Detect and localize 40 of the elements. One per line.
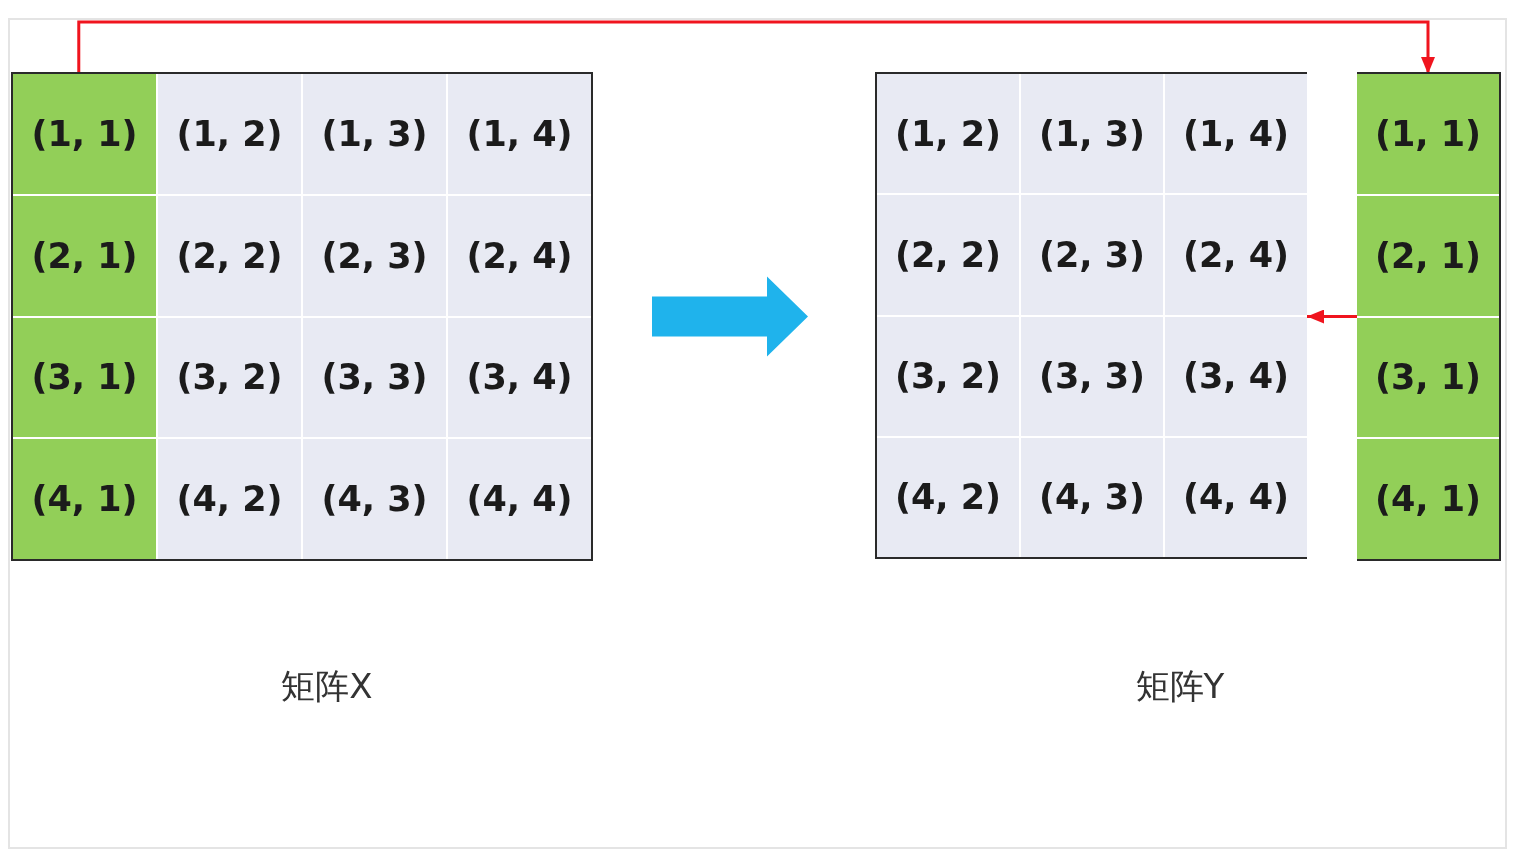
- arrow: [1307, 309, 1357, 324]
- matrix-cell: (4, 3): [303, 439, 446, 559]
- matrix-cell: (3, 4): [448, 317, 591, 438]
- matrix-cell: (3, 3): [1021, 316, 1163, 436]
- matrix-cell: (1, 1): [13, 74, 156, 194]
- matrix-cell: (4, 1): [1357, 439, 1499, 559]
- matrix-cell: (1, 4): [1165, 74, 1307, 194]
- matrix-cell: (1, 2): [877, 74, 1019, 194]
- matrix-cell: (2, 3): [1021, 195, 1163, 315]
- matrix-cell: (3, 4): [1165, 316, 1307, 436]
- matrix-cell: (1, 3): [1021, 74, 1163, 194]
- matrix-cell: (3, 1): [1357, 317, 1499, 438]
- block-arrow: [652, 276, 808, 357]
- matrix-cell: (2, 3): [303, 195, 446, 316]
- matrix-cell: (2, 4): [1165, 195, 1307, 315]
- matrix-grid: [875, 72, 1307, 559]
- matrix-label: 矩阵X: [281, 666, 373, 707]
- matrix-grid: [1357, 72, 1501, 561]
- matrix-cell: (4, 2): [158, 439, 301, 559]
- matrix-cell: (1, 1): [1357, 74, 1499, 194]
- matrix-cell: (1, 2): [158, 74, 301, 194]
- matrix-cell: (4, 4): [448, 439, 591, 559]
- matrix-cell: (2, 1): [1357, 195, 1499, 316]
- matrix-grid: [11, 72, 593, 561]
- matrix-label: 矩阵Y: [1135, 666, 1225, 707]
- matrix-cell: (3, 1): [13, 317, 156, 438]
- matrix-cell: (3, 2): [877, 316, 1019, 436]
- matrix-cell: (3, 3): [303, 317, 446, 438]
- matrix-cell: (4, 1): [13, 439, 156, 559]
- matrix-cell: (3, 2): [158, 317, 301, 438]
- arrow: [77, 20, 1435, 74]
- matrix-cell: (4, 4): [1165, 437, 1307, 557]
- matrix-cell: (4, 3): [1021, 437, 1163, 557]
- matrix-cell: (2, 2): [158, 195, 301, 316]
- matrix-cell: (2, 1): [13, 195, 156, 316]
- matrix-cell: (2, 4): [448, 195, 591, 316]
- matrix-cell: (1, 3): [303, 74, 446, 194]
- matrix-cell: (4, 2): [877, 437, 1019, 557]
- matrix-cell: (2, 2): [877, 195, 1019, 315]
- matrix-cell: (1, 4): [448, 74, 591, 194]
